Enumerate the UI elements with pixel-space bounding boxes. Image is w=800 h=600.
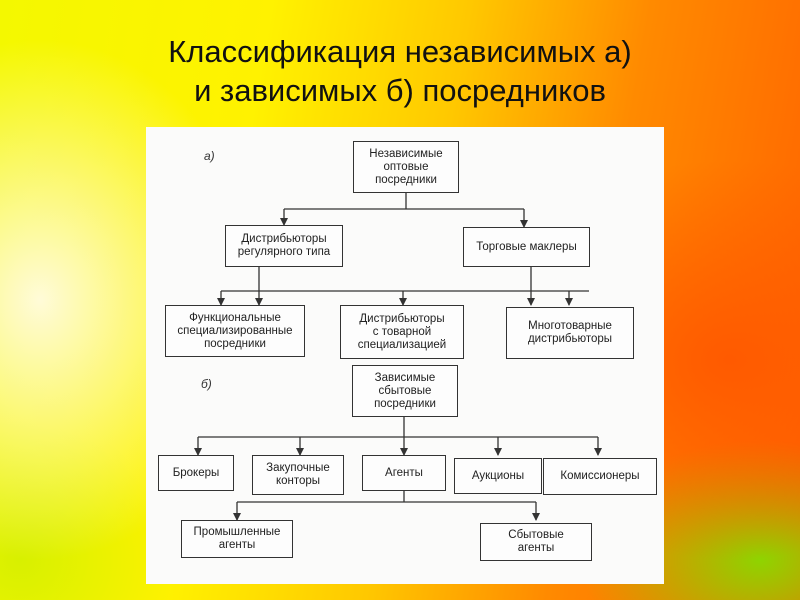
node-independent-wholesale: Независимые оптовые посредники bbox=[353, 141, 459, 193]
connector-b-agents bbox=[237, 491, 536, 503]
node-auctions: Аукционы bbox=[454, 458, 542, 494]
node-commission-agents: Комиссионеры bbox=[543, 458, 657, 495]
connector-a-level1 bbox=[221, 265, 589, 292]
node-regular-distributors: Дистрибьюторы регулярного типа bbox=[225, 225, 343, 267]
connector-a-root bbox=[284, 193, 524, 210]
node-brokers: Брокеры bbox=[158, 455, 234, 491]
slide-title: Классификация независимых а) и зависимых… bbox=[0, 32, 800, 110]
title-line-1: Классификация независимых а) bbox=[168, 34, 632, 69]
node-agents: Агенты bbox=[362, 455, 446, 491]
node-functional-specialized: Функциональные специализированные посред… bbox=[165, 305, 305, 357]
node-dependent-sales: Зависимые сбытовые посредники bbox=[352, 365, 458, 417]
diagram-panel: а) Независимые оптовые посредники Дистри… bbox=[146, 127, 664, 584]
node-industrial-agents: Промышленные агенты bbox=[181, 520, 293, 558]
node-multi-product: Многотоварные дистрибьюторы bbox=[506, 307, 634, 359]
connectors bbox=[194, 193, 602, 521]
node-product-specialized: Дистрибьюторы с товарной специализацией bbox=[340, 305, 464, 359]
connector-b-root bbox=[198, 417, 598, 438]
node-trade-brokers: Торговые маклеры bbox=[463, 227, 590, 267]
diagram-b-label: б) bbox=[201, 377, 212, 391]
title-line-2: и зависимых б) посредников bbox=[194, 73, 606, 108]
node-sales-agents: Сбытовые агенты bbox=[480, 523, 592, 561]
node-purchasing-offices: Закупочные конторы bbox=[252, 455, 344, 495]
diagram-a-label: а) bbox=[204, 149, 215, 163]
